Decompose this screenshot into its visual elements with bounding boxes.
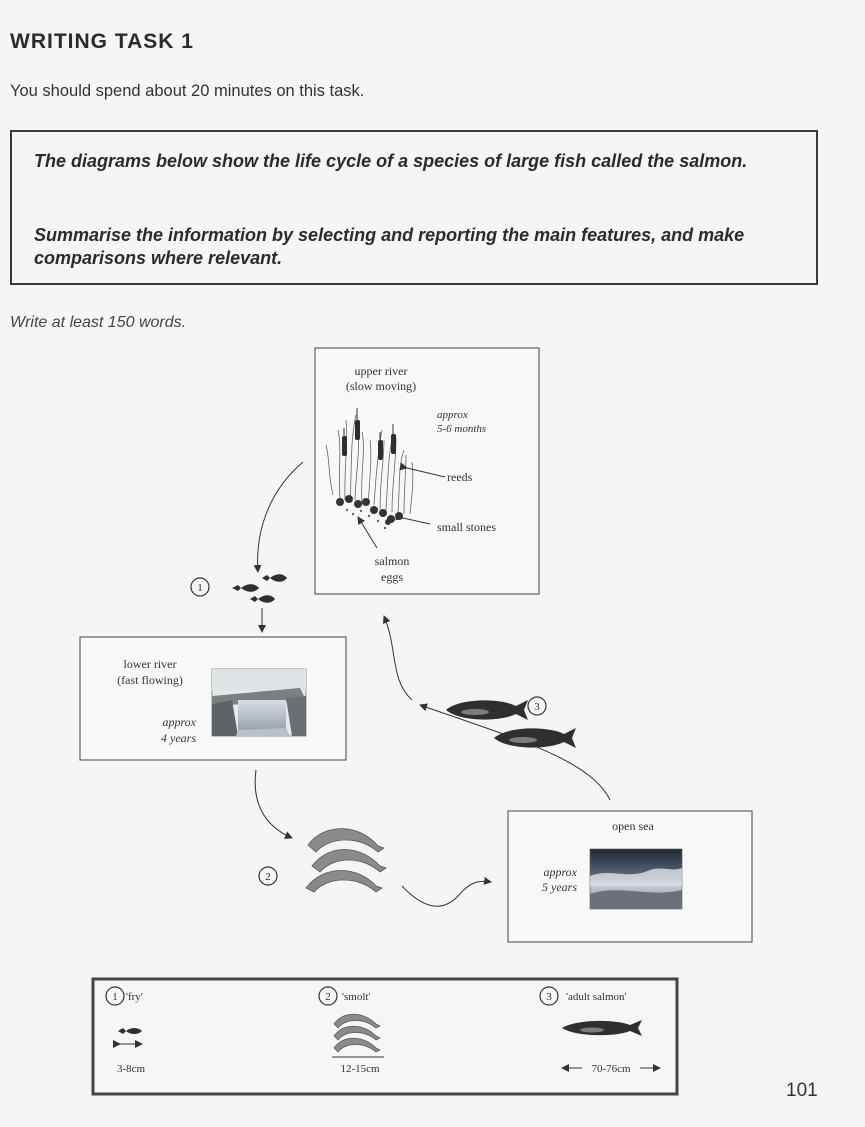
word-requirement: Write at least 150 words.: [10, 314, 187, 331]
waterfall-image: [211, 668, 307, 737]
legend-box: 1 'fry' 3-8cm 2 'smolt' 12-15cm 3 'adult…: [91, 977, 679, 1096]
open-sea-image: [589, 848, 683, 910]
open-sea-duration: 5 years: [542, 880, 577, 894]
task-prompt: The diagrams below show the life cycle o…: [34, 151, 748, 171]
legend-fry-number: 1: [112, 991, 118, 1003]
upper-river-duration: 5-6 months: [437, 423, 486, 435]
time-instruction: You should spend about 20 minutes on thi…: [10, 82, 365, 100]
flow-arrow-to-fry: [253, 461, 304, 573]
small-stones-label: small stones: [437, 520, 496, 534]
task-box: The diagrams below show the life cycle o…: [10, 130, 818, 285]
fry-stage-marker: 1: [197, 582, 203, 594]
smolt-stage-marker: 2: [265, 871, 271, 883]
legend-fry-name: 'fry': [126, 991, 143, 1003]
legend-fry-size: 3-8cm: [117, 1063, 146, 1075]
open-sea-title: open sea: [612, 819, 654, 833]
lower-river-box: lower river (fast flowing) approx 4 year…: [79, 636, 347, 761]
legend-smolt-number: 2: [325, 991, 331, 1003]
upper-river-title: upper river: [355, 364, 408, 378]
upper-river-subtitle: (slow moving): [346, 379, 416, 393]
upper-river-duration-prefix: approx: [437, 409, 468, 421]
task-directive: Summarise the information by selecting a…: [34, 225, 745, 268]
open-sea-duration-prefix: approx: [543, 865, 577, 879]
page-heading: WRITING TASK 1: [10, 30, 194, 53]
legend-adult-number: 3: [546, 991, 552, 1003]
legend-smolt-name: 'smolt': [342, 991, 370, 1003]
lower-river-duration-prefix: approx: [162, 715, 196, 729]
legend-smolt-size: 12-15cm: [340, 1063, 380, 1075]
salmon-eggs-label-2: eggs: [381, 570, 403, 584]
fry-fish-icons: [232, 574, 287, 603]
smolt-fish-icons: [305, 828, 387, 893]
flow-arrow-to-adult: [419, 703, 611, 801]
salmon-eggs: [345, 508, 387, 530]
fry-stage: 1: [190, 574, 287, 603]
page-number: 101: [786, 1080, 818, 1101]
upper-river-box: upper river (slow moving) approx 5-6 mon…: [314, 347, 540, 595]
reeds-label: reeds: [447, 470, 473, 484]
lower-river-subtitle: (fast flowing): [117, 673, 183, 687]
reeds-illustration: [325, 414, 414, 515]
adult-salmon-icons: [446, 700, 576, 748]
flow-arrow-to-upper-river: [382, 615, 413, 701]
cattail-heads: [342, 420, 396, 460]
legend-fry-icon: [118, 1028, 142, 1034]
flow-arrow-to-smolt: [254, 769, 293, 839]
adult-stage: 3: [446, 696, 576, 748]
adult-stage-marker: 3: [534, 701, 540, 713]
lower-river-title: lower river: [124, 657, 177, 671]
legend-adult-name: 'adult salmon': [566, 991, 627, 1003]
legend-smolt-icon: [333, 1013, 381, 1053]
smolt-stage: 2: [258, 828, 387, 893]
flow-arrow-to-open-sea: [401, 876, 492, 907]
lower-river-duration: 4 years: [161, 731, 196, 745]
legend-adult-size: 70-76cm: [591, 1063, 631, 1075]
salmon-eggs-label: salmon: [375, 554, 410, 568]
legend-adult-icon: [562, 1020, 642, 1036]
open-sea-box: open sea approx 5 years: [507, 810, 753, 943]
